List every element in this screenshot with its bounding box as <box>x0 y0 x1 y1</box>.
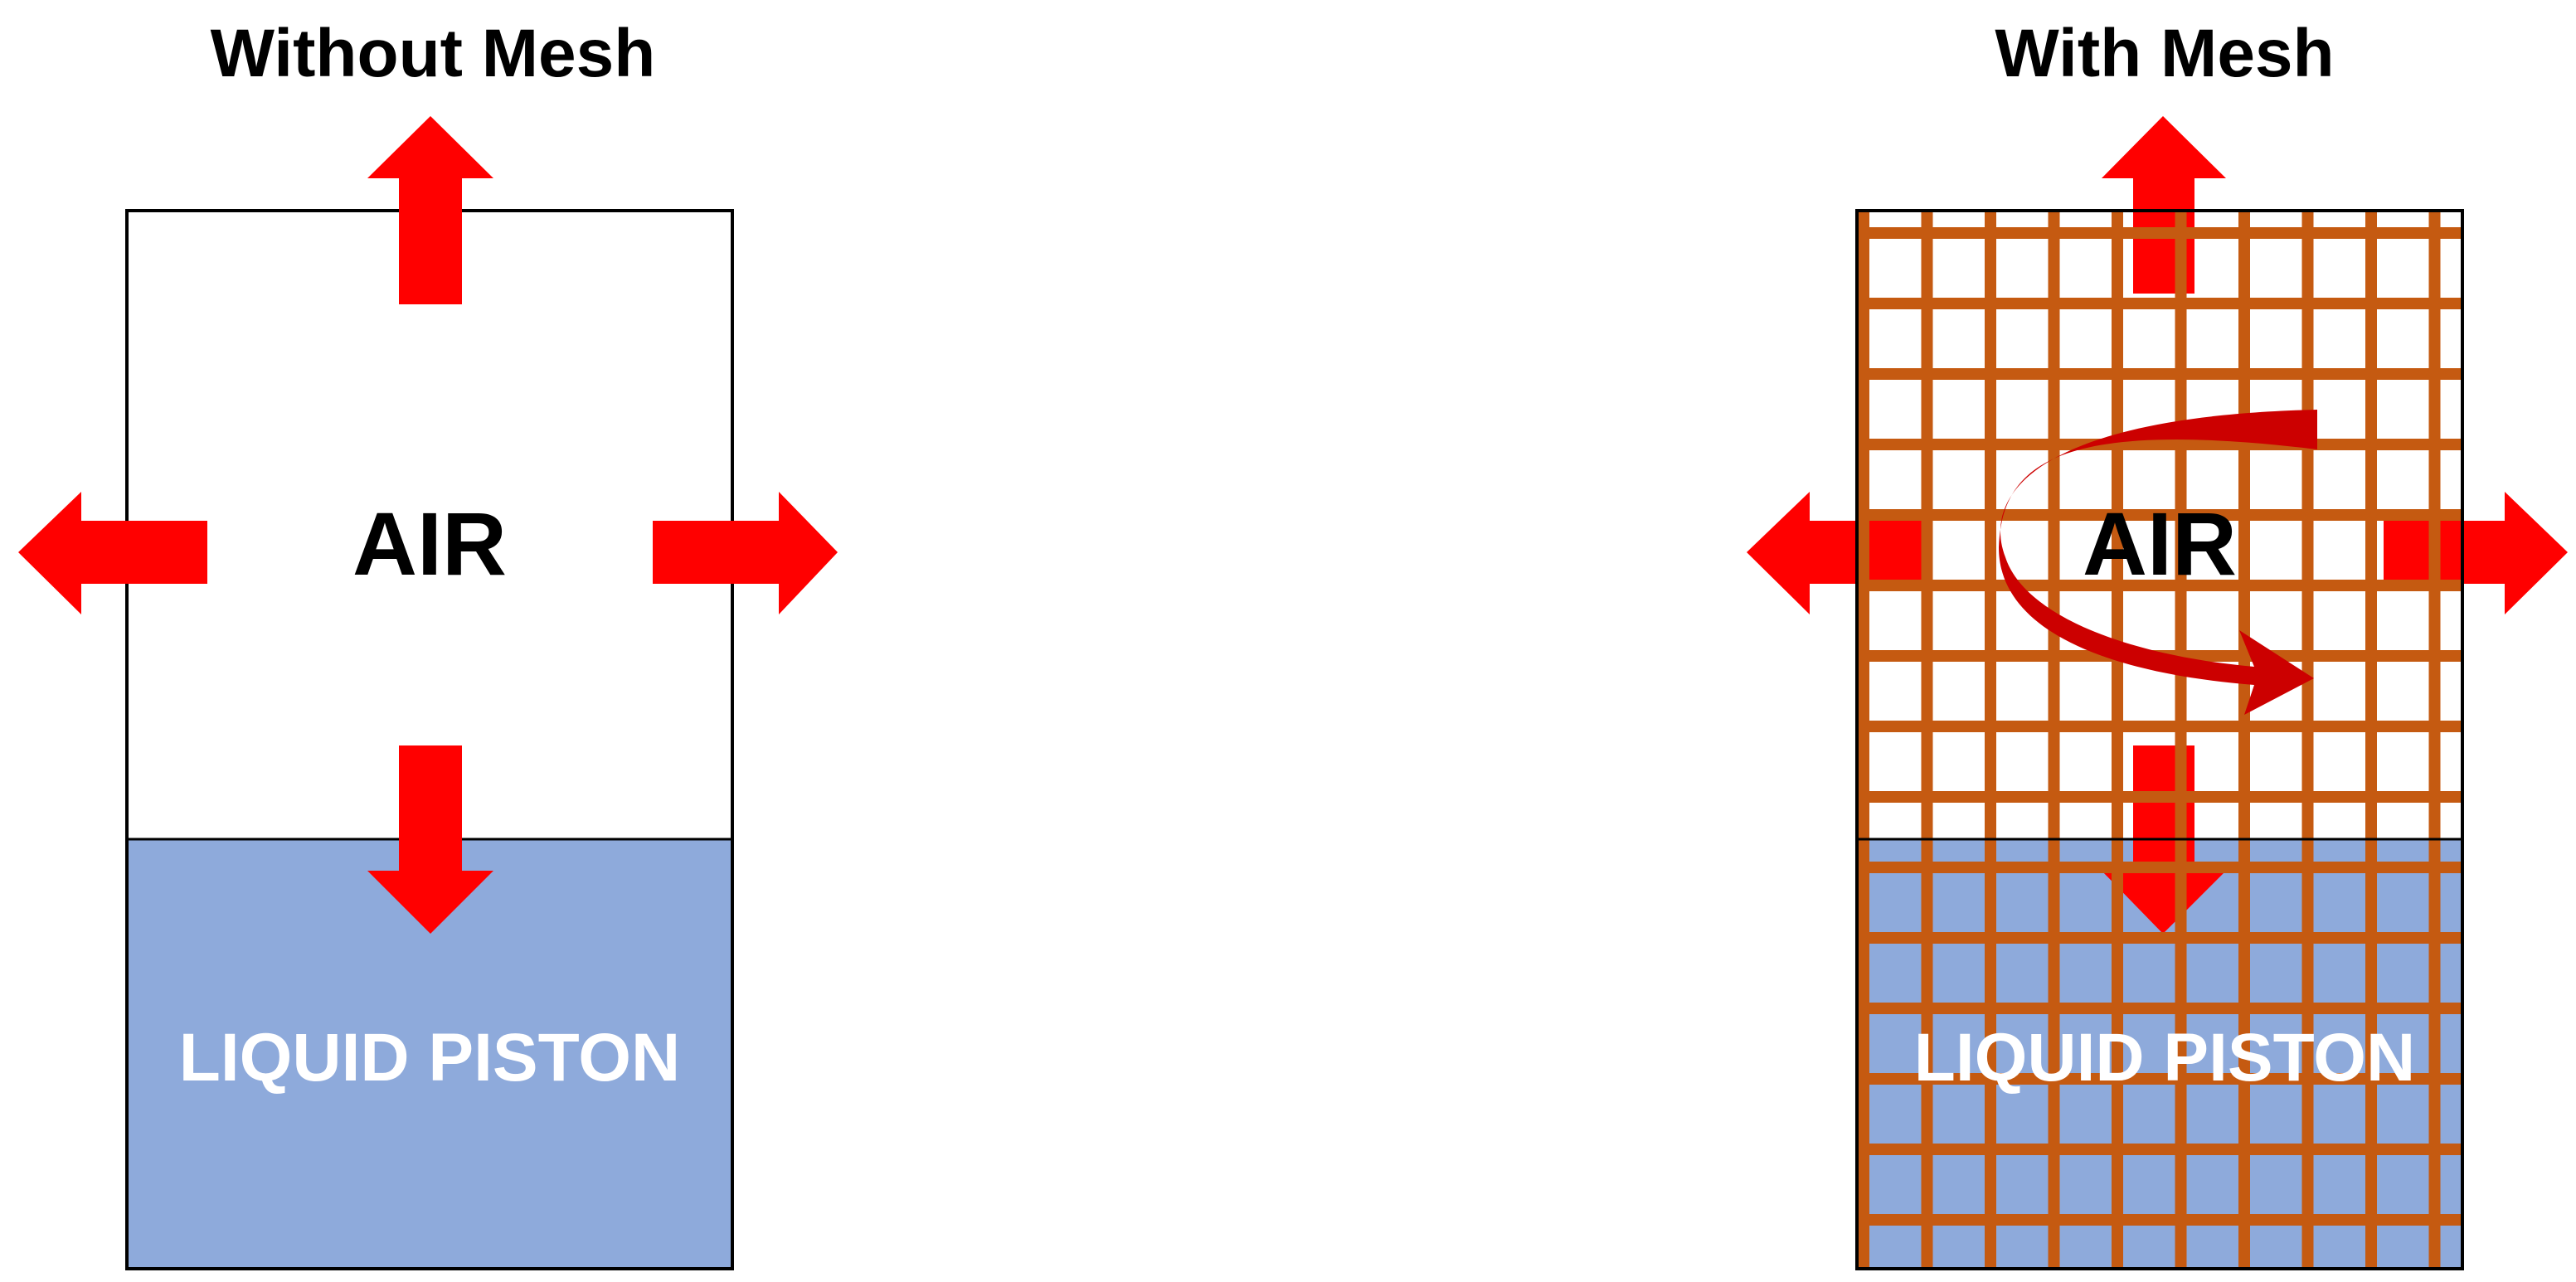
air-label: AIR <box>2083 493 2237 594</box>
mesh-wire-horizontal <box>1857 1214 2462 1226</box>
mesh-wire-horizontal <box>1857 368 2462 380</box>
liquid-piston-label: LIQUID PISTON <box>1914 1020 2415 1095</box>
mesh-wire-horizontal <box>1857 1144 2462 1155</box>
mesh-wire-horizontal <box>1857 791 2462 803</box>
panel-with-mesh: With Mesh AIR LIQUID PISTON <box>1747 16 2568 1270</box>
mesh-wire-horizontal <box>1857 298 2462 309</box>
mesh-wire-horizontal <box>1857 509 2462 521</box>
arrow-up-icon <box>2102 116 2226 294</box>
mesh-wire-horizontal <box>1857 1073 2462 1085</box>
mesh-wire-horizontal <box>1857 721 2462 732</box>
arrow-left-icon <box>18 492 207 614</box>
panel-without-mesh: Without Mesh AIR LIQUID PISTON <box>18 16 838 1270</box>
arrow-down-icon <box>367 745 493 934</box>
cylinder-outline <box>1855 209 2464 1270</box>
mesh-wire-horizontal <box>1857 862 2462 873</box>
wire-mesh-grid <box>1857 211 2462 1269</box>
panel-title-without-mesh: Without Mesh <box>211 16 656 91</box>
swirl-arrow-icon <box>1999 410 2317 715</box>
mesh-wire-horizontal <box>1857 1003 2462 1014</box>
mesh-wire-horizontal <box>1857 932 2462 944</box>
air-region <box>1857 211 2462 839</box>
liquid-piston-label: LIQUID PISTON <box>179 1020 680 1095</box>
air-label: AIR <box>352 493 507 594</box>
arrow-up-icon <box>367 116 493 304</box>
mesh-wire-horizontal <box>1857 227 2462 239</box>
arrow-right-icon <box>653 492 838 614</box>
air-region <box>127 211 732 839</box>
mesh-wire-horizontal <box>1857 439 2462 450</box>
panel-title-with-mesh: With Mesh <box>1995 16 2334 91</box>
